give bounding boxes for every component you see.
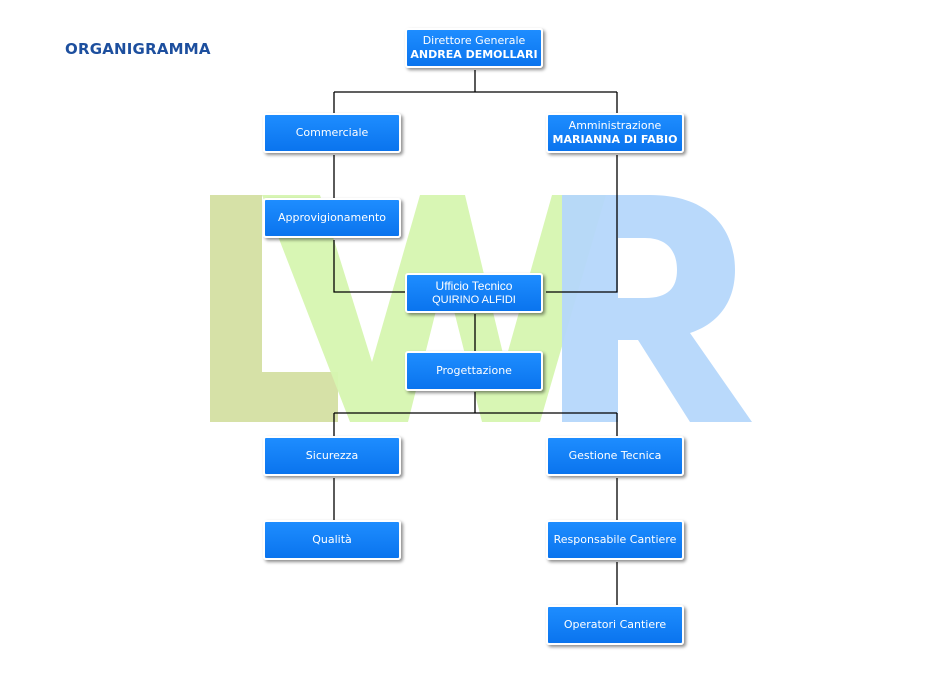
node-approvvigionamento[interactable]: Approvigionamento — [263, 198, 401, 238]
node-direttore-generale[interactable]: Direttore Generale ANDREA DEMOLLARI — [405, 28, 543, 68]
node-person: ANDREA DEMOLLARI — [410, 48, 538, 61]
watermark-letter-l — [210, 195, 338, 422]
node-role: Responsabile Cantiere — [553, 533, 677, 546]
node-role: Ufficio Tecnico — [435, 279, 513, 293]
node-role: Approvigionamento — [277, 211, 387, 224]
page-title: ORGANIGRAMMA — [65, 40, 211, 58]
node-role: Qualità — [312, 533, 352, 546]
node-commerciale[interactable]: Commerciale — [263, 113, 401, 153]
connector-amministrazione-ufficio — [546, 155, 618, 293]
node-role: Direttore Generale — [422, 34, 526, 47]
node-person: QUIRINO ALFIDI — [432, 294, 516, 306]
node-gestione-tecnica[interactable]: Gestione Tecnica — [546, 436, 684, 476]
node-role: Amministrazione — [568, 119, 662, 132]
node-qualita[interactable]: Qualità — [263, 520, 401, 560]
node-sicurezza[interactable]: Sicurezza — [263, 436, 401, 476]
connector-progettazione — [333, 392, 618, 436]
node-role: Operatori Cantiere — [563, 618, 667, 631]
node-role: Sicurezza — [305, 449, 359, 462]
watermark-letter-r — [562, 195, 752, 422]
node-operatori-cantiere[interactable]: Operatori Cantiere — [546, 605, 684, 645]
connector-direttore — [333, 70, 618, 113]
node-ufficio-tecnico[interactable]: Ufficio Tecnico QUIRINO ALFIDI — [405, 273, 543, 313]
node-responsabile-cantiere[interactable]: Responsabile Cantiere — [546, 520, 684, 560]
node-role: Progettazione — [436, 364, 512, 377]
node-role: Commerciale — [295, 126, 369, 139]
node-person: MARIANNA DI FABIO — [552, 133, 678, 146]
node-amministrazione[interactable]: Amministrazione MARIANNA DI FABIO — [546, 113, 684, 153]
node-role: Gestione Tecnica — [568, 449, 662, 462]
node-progettazione[interactable]: Progettazione — [405, 351, 543, 391]
connector-approvvigionamento-ufficio — [333, 240, 405, 293]
